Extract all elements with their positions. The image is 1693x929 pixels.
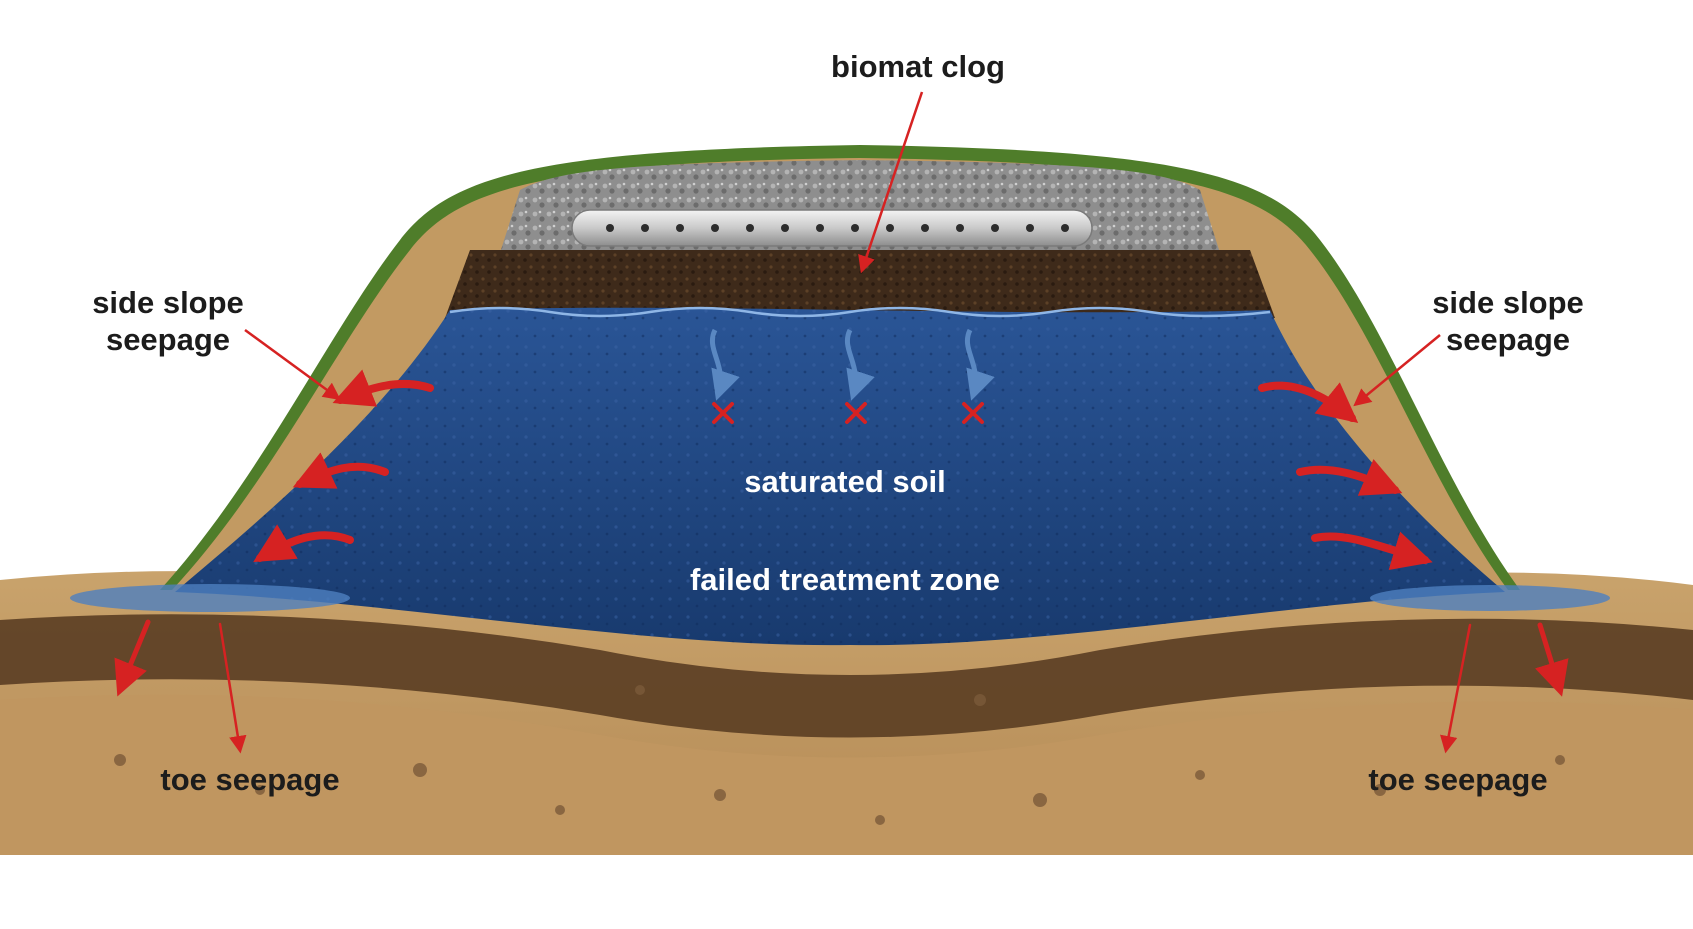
flow-arrow-icon [709,328,740,401]
side-seepage-arrows-right [1258,381,1433,570]
flow-arrow-icon [1535,622,1569,697]
flow-arrow-icon [1311,531,1433,570]
failed-treatment-zone-label: failed treatment zone [690,562,1000,597]
side-slope-left-leader [244,328,341,401]
flow-arrow-icon [964,328,995,401]
toe-seepage-left-label: toe seepage [160,762,339,797]
ground-pebbles [114,685,1565,825]
blocked-x-icon [962,402,984,424]
mound [70,145,1610,646]
side-slope-right-label-line2: seepage [1446,322,1570,357]
toe-pool-right [1370,585,1610,611]
flow-arrow-icon [218,622,247,754]
ground-layers [0,571,1693,855]
saturated-zone-texture [175,307,1505,646]
toe-seepage-arrows [114,619,1569,754]
leader-lines [244,91,1441,407]
ground-lower-sand [0,694,1693,855]
flow-arrow-icon [253,524,354,563]
side-slope-left-label-line1: side slope [92,285,244,320]
blocked-infiltration-arrows [709,328,995,424]
flow-arrow-icon [1440,623,1472,754]
toe-seepage-right-label: toe seepage [1368,762,1547,797]
biomat-clog-label: biomat clog [831,49,1005,84]
flow-arrow-icon [1296,459,1403,496]
side-slope-left-label-line2: seepage [106,322,230,357]
biomat-clog-leader [858,91,924,274]
saturated-soil-label: saturated soil [744,464,946,499]
side-slope-right-label-line1: side slope [1432,285,1584,320]
flow-arrow-icon [292,452,389,489]
side-seepage-arrows-left [253,369,434,563]
flow-arrow-icon [114,619,151,697]
flow-arrow-icon [844,328,875,401]
biomat-topsoil-layer [445,250,1275,318]
perforated-pipe-icon [571,209,1093,247]
flow-arrow-icon [332,369,434,407]
flow-arrow-icon [1258,381,1359,424]
side-slope-right-leader [1353,334,1441,407]
blocked-x-icon [845,402,867,424]
ground-dark-band [0,614,1693,738]
water-table-line [449,306,1271,318]
blocked-x-icon [712,402,734,424]
toe-pool-left [70,584,350,612]
